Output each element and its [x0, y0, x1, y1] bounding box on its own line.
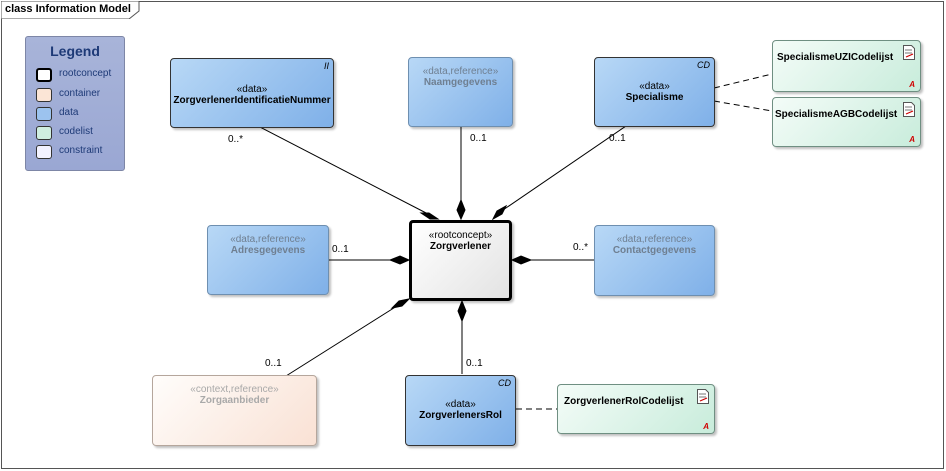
legend: Legend rootconcept container data codeli… [25, 36, 125, 171]
class-name: ZorgverlenerIdentificatieNummer [173, 95, 331, 106]
link-identificatie [257, 125, 431, 216]
class-tag: CD [498, 378, 511, 388]
codelist-zorgverlener-rol[interactable]: ZorgverlenerRolCodelijst A [557, 384, 715, 434]
class-stereotype: «data» [639, 81, 670, 92]
diamond-naam [456, 198, 466, 221]
codelist-name: SpecialismeUZICodelijst [777, 52, 894, 63]
diamond-rol [457, 299, 467, 323]
class-name: Zorgaanbieder [199, 395, 270, 406]
legend-swatch [36, 145, 52, 159]
class-zorgverlener-identificatie-nummer[interactable]: II «data» ZorgverlenerIdentificatieNumme… [170, 58, 334, 128]
class-stereotype: «data,reference» [422, 66, 499, 77]
legend-swatch [36, 88, 52, 102]
diamond-aanbieder [390, 298, 411, 309]
codelist-specialisme-uzi[interactable]: SpecialismeUZICodelijst A [772, 40, 921, 92]
legend-label: codelist [59, 126, 93, 137]
frame-title: class Information Model [5, 3, 131, 15]
multiplicity-contact: 0..* [573, 242, 589, 253]
link-uzi [713, 73, 773, 89]
abstract-marker-icon: A [703, 422, 709, 431]
diamond-contact [510, 255, 533, 265]
class-name: ZorgverlenersRol [419, 410, 502, 421]
class-stereotype: «data» [236, 84, 268, 95]
class-adresgegevens[interactable]: «data,reference» Adresgegevens [207, 225, 329, 295]
multiplicity-adres: 0..1 [332, 244, 349, 255]
class-name: Specialisme [625, 92, 684, 103]
multiplicity-naam: 0..1 [470, 133, 487, 144]
class-specialisme[interactable]: CD «data» Specialisme [594, 57, 715, 127]
class-naamgegevens[interactable]: «data,reference» Naamgegevens [408, 57, 513, 127]
frame-tab [1, 1, 140, 19]
class-contactgegevens[interactable]: «data,reference» Contactgegevens [594, 225, 715, 296]
diamond-adres [388, 255, 411, 265]
diamond-specialisme [491, 204, 508, 221]
class-zorgverlener[interactable]: «rootconcept» Zorgverlener [409, 220, 512, 301]
class-zorgaanbieder[interactable]: «context,reference» Zorgaanbieder [152, 375, 317, 446]
legend-label: data [59, 107, 79, 118]
multiplicity-identificatie: 0..* [228, 134, 244, 145]
class-name: Contactgegevens [612, 245, 697, 256]
link-aanbieder [285, 305, 398, 377]
class-stereotype: «rootconcept» [428, 230, 493, 241]
codelist-name: SpecialismeAGBCodelijst [775, 109, 898, 120]
class-stereotype: «data,reference» [230, 234, 306, 245]
class-name: Adresgegevens [230, 245, 306, 256]
document-icon [903, 102, 915, 117]
legend-swatch [36, 126, 52, 140]
legend-label: constraint [59, 145, 103, 156]
multiplicity-rol: 0..1 [466, 358, 483, 369]
abstract-marker-icon: A [909, 80, 915, 89]
legend-title: Legend [50, 43, 100, 59]
class-name: Naamgegevens [423, 77, 498, 88]
document-icon [697, 389, 709, 404]
class-tag: II [323, 61, 329, 71]
class-name: Zorgverlener [429, 241, 492, 252]
legend-swatch [36, 107, 52, 121]
codelist-name: ZorgverlenerRolCodelijst [564, 396, 684, 407]
link-agb [713, 100, 773, 112]
legend-swatch [36, 68, 52, 82]
class-tag: CD [697, 60, 710, 70]
legend-label: container [59, 88, 101, 99]
class-stereotype: «context,reference» [190, 384, 279, 395]
diamond-identificatie [419, 212, 440, 220]
class-stereotype: «data,reference» [616, 234, 693, 245]
link-specialisme [502, 125, 627, 211]
document-icon [903, 45, 915, 60]
class-stereotype: «data» [445, 399, 476, 410]
abstract-marker-icon: A [909, 135, 915, 144]
multiplicity-aanbieder: 0..1 [265, 358, 282, 369]
multiplicity-specialisme: 0..1 [609, 133, 626, 144]
class-zorgverleners-rol[interactable]: CD «data» ZorgverlenersRol [405, 375, 516, 446]
codelist-specialisme-agb[interactable]: SpecialismeAGBCodelijst A [772, 97, 921, 147]
legend-label: rootconcept [59, 68, 112, 79]
